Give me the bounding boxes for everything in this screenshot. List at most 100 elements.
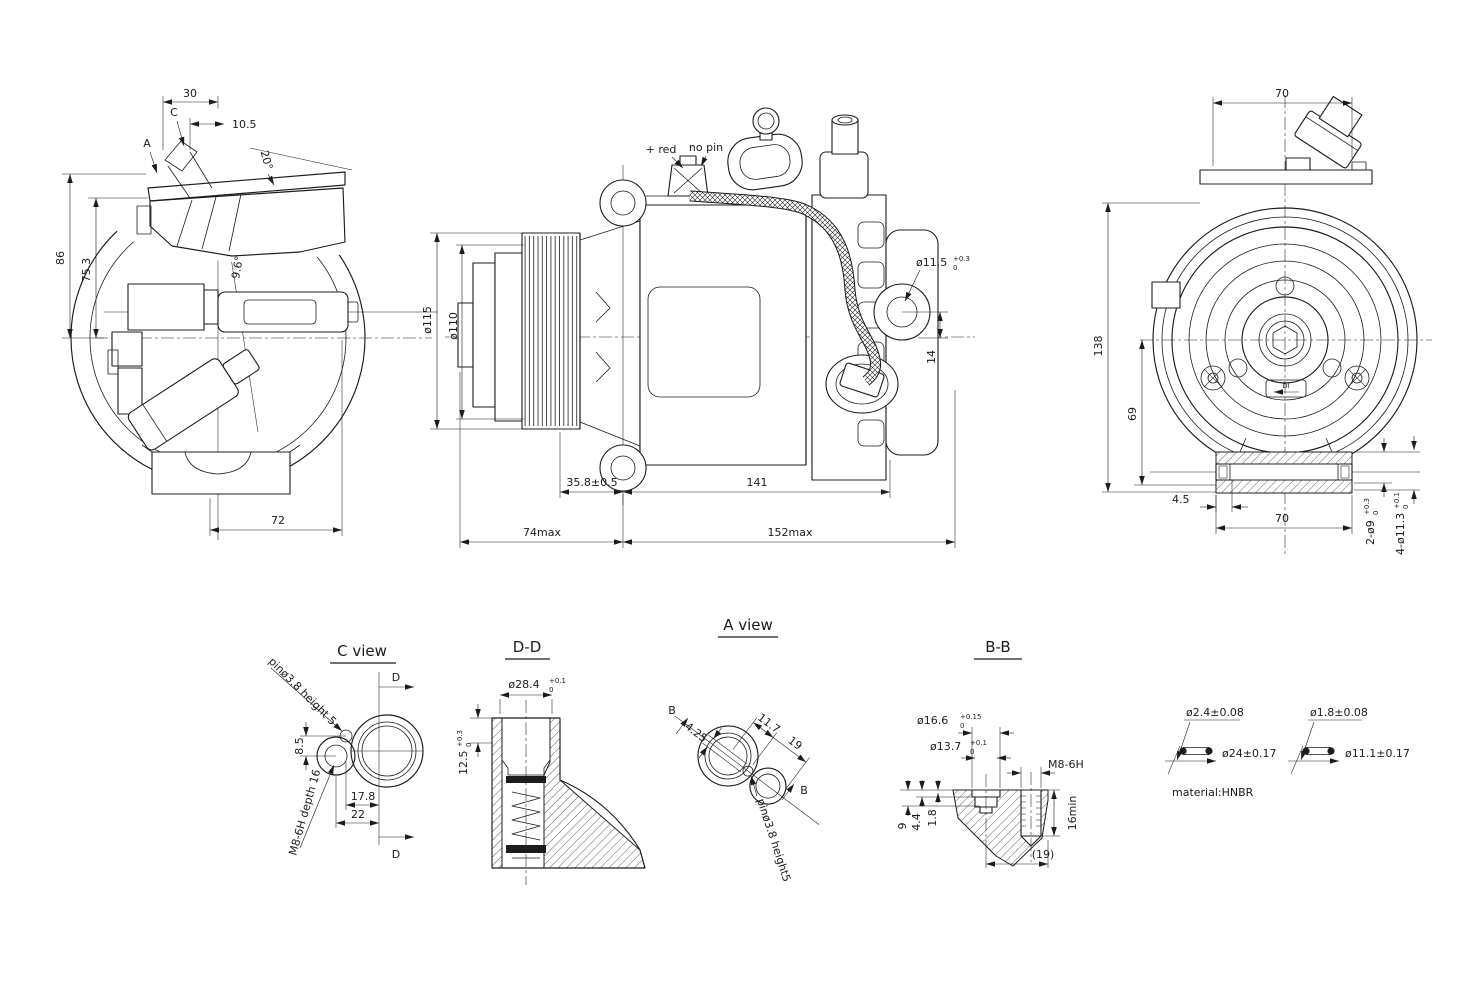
oring-details: ø2.4±0.08 ø24±0.17 material:HNBR ø1.8±0.…	[1165, 706, 1410, 799]
solenoid-body	[127, 283, 205, 331]
section-d-top: D	[392, 671, 400, 684]
head-body	[149, 187, 346, 257]
thread-note: M8-6H depth 16	[286, 768, 323, 857]
dim-10-5: 10.5	[232, 118, 257, 131]
dim-bore-big-tolhi: +0.15	[960, 713, 981, 721]
head-side-step	[136, 205, 152, 235]
svg-text:2-ø9: 2-ø9	[1364, 520, 1377, 545]
d-d-section: D-D ø28.4 +0.1 0 12.5 +0.3 0	[456, 638, 646, 885]
dim-1-8: 1.8	[926, 809, 939, 827]
dim-17-8: 17.8	[351, 790, 376, 803]
rear-view: DI 70 138 69 4.5	[1092, 87, 1432, 555]
dim-20deg: 20°	[258, 149, 276, 171]
oring2-cs: ø1.8±0.08	[1310, 706, 1368, 719]
dim-bore-tolhi: +0.1	[549, 677, 566, 685]
dim-19: 19	[786, 734, 805, 753]
oring-1: ø2.4±0.08 ø24±0.17 material:HNBR	[1165, 706, 1276, 799]
hub-mark: DI	[1283, 382, 1290, 390]
dim-70-top: 70	[1275, 87, 1289, 100]
dim-9-6deg: 9.6°	[229, 255, 246, 280]
dim-mount-holes: 4-ø11.3 +0.1 0	[1393, 492, 1410, 555]
label-no-pin: no pin	[689, 141, 723, 154]
base-mount	[151, 451, 291, 495]
head-boss	[164, 140, 198, 172]
svg-text:+0.3: +0.3	[1363, 498, 1371, 515]
solenoid-tube	[217, 291, 349, 333]
discharge-port	[819, 151, 869, 199]
boss-small	[749, 767, 787, 805]
dim-16min: 16min	[1066, 796, 1079, 831]
dim-bore-big: ø16.6	[917, 714, 948, 727]
a-pin-note: pinø3.8 height5	[754, 797, 793, 884]
valve-wall-right	[543, 717, 646, 869]
dim-72: 72	[271, 514, 285, 527]
dim-70-bottom: 70	[1275, 512, 1289, 525]
dim-bore-small-tollo: 0	[970, 748, 974, 756]
dim-thread: M8-6H	[1048, 758, 1084, 771]
side-view: 30 10.5 C A 20° 86 75.3 9.6° 72	[54, 87, 438, 540]
dim-74max: 74max	[523, 526, 561, 539]
svg-text:0: 0	[1402, 505, 1410, 509]
tilted-valve	[127, 349, 260, 451]
mount-hatch-top	[1215, 451, 1353, 465]
oring1-id: ø24±0.17	[1222, 747, 1276, 760]
a-view-title: A view	[723, 616, 773, 634]
dim-4-4: 4.4	[910, 813, 923, 831]
tilted-connector	[1294, 95, 1363, 169]
c-view: C view D D 8.5 17.8 22 pinø3.8 height 5 …	[266, 642, 424, 861]
b-b-section: B-B ø16.6 +0.15 0 ø13.7 +0.1 0 M8-6H	[896, 638, 1084, 868]
rotation-label-plate	[1265, 379, 1307, 398]
dim-pulley-od: ø115	[421, 306, 434, 334]
dim-bore-small: ø13.7	[930, 740, 961, 753]
oring-material: material:HNBR	[1172, 786, 1254, 799]
dim-19ref: (19)	[1032, 848, 1055, 861]
svg-text:+0.1: +0.1	[1393, 492, 1401, 509]
dim-depth: 12.5 +0.3 0	[456, 730, 473, 775]
front-view: + red no pin ø115 ø110 ø11.5 +0.3 0 14 3…	[421, 107, 975, 548]
dim-86: 86	[54, 251, 67, 265]
mount-ear-top	[599, 179, 647, 227]
dim-bore-small-tolhi: +0.1	[970, 739, 987, 747]
pin-note: pinø3.8 height 5	[266, 655, 339, 728]
dim-138: 138	[1092, 336, 1105, 357]
shaft-hex	[1272, 325, 1298, 355]
section-b1: B	[668, 704, 676, 717]
dim-ear-hole-tolhi: +0.3	[953, 255, 970, 263]
dim-bore-tollo: 0	[549, 686, 553, 694]
label-section-c: C	[170, 106, 178, 119]
dim-11-7: 11.7	[755, 711, 782, 736]
cylinder-body	[639, 204, 807, 466]
dim-4-5: 4.5	[1172, 493, 1190, 506]
head-top-plate	[147, 171, 346, 202]
dim-ear-hole-tollo: 0	[953, 264, 957, 272]
braided-hose	[689, 191, 880, 385]
dim-pulley-face: 35.8±0.5	[566, 476, 617, 489]
svg-text:0: 0	[1372, 511, 1380, 515]
dim-bore: ø28.4	[508, 678, 539, 691]
dim-75-3: 75.3	[80, 258, 93, 283]
head-mask	[96, 96, 380, 262]
dim-bush-holes: 2-ø9 +0.3 0	[1363, 498, 1380, 545]
torx-bolt-left	[1200, 365, 1226, 391]
section-d-bottom: D	[392, 848, 400, 861]
mount-hatch-bottom	[1215, 479, 1353, 494]
dim-4-25: 4.25	[682, 720, 709, 745]
oring-2: ø1.8±0.08 ø11.1±0.17	[1288, 706, 1410, 775]
dim-69: 69	[1126, 407, 1139, 421]
label-plus-red: + red	[646, 143, 677, 156]
dd-title: D-D	[513, 638, 542, 656]
dim-pulley-groove: ø110	[447, 312, 460, 340]
dim-22: 22	[351, 808, 365, 821]
torx-bolt-right	[1344, 365, 1370, 391]
label-view-a: A	[143, 137, 151, 150]
section-b2: B	[800, 784, 808, 797]
dim-9: 9	[896, 823, 909, 830]
pulley-nose	[457, 302, 474, 368]
dim-152max: 152max	[768, 526, 813, 539]
dim-ear-hole: ø11.5	[916, 256, 947, 269]
c-view-title: C view	[337, 642, 387, 660]
oring2-id: ø11.1±0.17	[1345, 747, 1410, 760]
svg-text:+0.3: +0.3	[456, 730, 464, 747]
dim-bore-big-tollo: 0	[960, 722, 964, 730]
